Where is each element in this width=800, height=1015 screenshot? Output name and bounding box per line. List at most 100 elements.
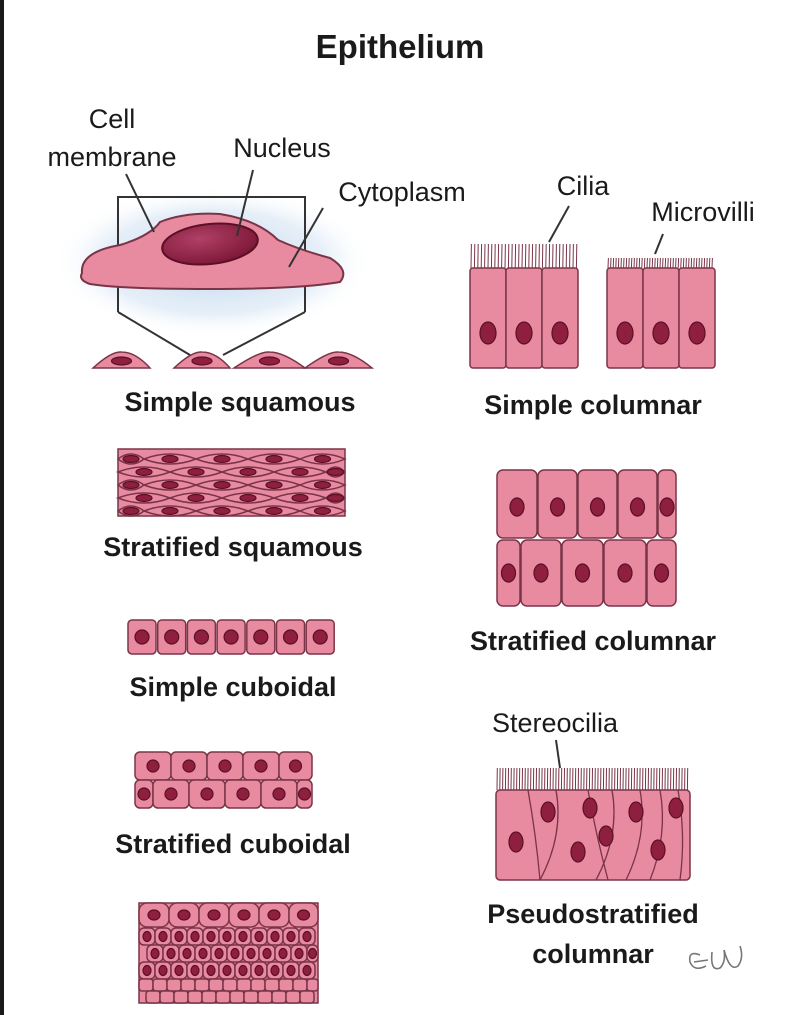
flat-cell-nucleus [187, 467, 205, 477]
pseudostratified-nucleus [668, 797, 684, 819]
columnar-nucleus [616, 321, 634, 345]
basal-cell [285, 990, 301, 1004]
basal-cell [201, 990, 217, 1004]
columnar-nucleus-upper [509, 497, 525, 517]
columnar-cell [541, 267, 579, 369]
basal-cell [173, 990, 189, 1004]
columnar-nucleus [551, 321, 569, 345]
columnar-nucleus-lower [574, 563, 591, 583]
cuboidal-nucleus [218, 759, 232, 773]
flat-cell-nucleus [313, 454, 332, 464]
intermediate-nucleus [246, 947, 256, 960]
pointer-cell-membrane [125, 173, 155, 233]
label-stereocilia: Stereocilia [492, 708, 619, 738]
artist-signature [688, 945, 743, 970]
basal-cell [278, 978, 294, 992]
columnar-nucleus-upper [589, 497, 606, 517]
basal-cell [271, 990, 287, 1004]
flat-cell-nucleus [326, 467, 345, 477]
pointer-microvilli [654, 233, 664, 255]
label-nucleus: Nucleus [233, 133, 331, 163]
columnar-cell [678, 267, 716, 369]
simple-columnar-microvilli [606, 257, 716, 369]
cuboidal-nucleus [312, 629, 328, 645]
flat-cell-nucleus [161, 506, 179, 516]
stratified-cuboidal-tissue [134, 751, 313, 809]
basal-cell [250, 978, 266, 992]
columnar-nucleus-upper [549, 497, 566, 517]
basal-cell [215, 990, 231, 1004]
intermediate-nucleus [158, 964, 168, 977]
columnar-nucleus [688, 321, 706, 345]
cuboidal-nucleus [272, 787, 286, 801]
simple-squamous-zoom [53, 169, 373, 356]
pseudostratified-nucleus [508, 831, 524, 853]
umbrella-nucleus [177, 909, 191, 921]
flat-cell-nucleus [161, 454, 179, 464]
squamous-nucleus [327, 356, 350, 366]
intermediate-nucleus [206, 930, 216, 943]
columnar-cell [469, 267, 507, 369]
zoom-line-left [117, 311, 191, 356]
cuboidal-nucleus [297, 787, 312, 801]
cell-boundary [649, 789, 664, 881]
pointer-nucleus [236, 169, 254, 237]
caption-simple-squamous: Simple squamous [124, 387, 355, 417]
pointer-cilia [548, 205, 570, 243]
columnar-nucleus-lower [617, 563, 633, 583]
pseudostratified-nucleus [598, 825, 614, 847]
flat-cell-nucleus [122, 506, 140, 516]
caption-simple-columnar: Simple columnar [484, 390, 702, 420]
label-cytoplasm: Cytoplasm [338, 177, 466, 207]
flat-cell-nucleus [265, 454, 283, 464]
pointer-cytoplasm [288, 207, 324, 268]
intermediate-nucleus [238, 964, 248, 977]
cell-boundary [625, 789, 643, 881]
transitional-tissue [138, 902, 319, 1004]
intermediate-nucleus [198, 947, 208, 960]
pseudostratified-nucleus [628, 801, 644, 823]
stratified-squamous-tissue [115, 448, 347, 517]
basal-cell [159, 990, 175, 1004]
columnar-nucleus [652, 321, 670, 345]
basal-cell [187, 990, 203, 1004]
basal-cell [299, 990, 315, 1004]
squamous-nucleus [258, 356, 281, 366]
basal-cell [166, 978, 182, 992]
umbrella-nucleus [237, 909, 251, 921]
cell-boundary [527, 789, 541, 881]
flat-cell-nucleus [265, 480, 283, 490]
pseudostratified-nucleus [650, 839, 666, 861]
cuboidal-nucleus [200, 787, 214, 801]
flat-cell-nucleus [122, 480, 140, 490]
columnar-cell [606, 267, 644, 369]
cuboidal-nucleus [193, 629, 209, 645]
basal-cell [243, 990, 259, 1004]
columnar-cell [642, 267, 680, 369]
intermediate-nucleus [286, 930, 296, 943]
intermediate-nucleus [262, 947, 272, 960]
flat-cell-nucleus [265, 506, 283, 516]
columnar-nucleus-lower [533, 563, 549, 583]
cuboidal-nucleus [164, 787, 178, 801]
basal-cell [306, 978, 319, 992]
simple-columnar-ciliated [469, 243, 579, 369]
cuboidal-nucleus [134, 629, 150, 645]
umbrella-nucleus [296, 909, 311, 921]
columnar-nucleus-lower [653, 563, 670, 583]
stereocilia-hairs [496, 767, 689, 791]
label-cell: Cell [89, 104, 136, 134]
basal-cell [292, 978, 308, 992]
cuboidal-nucleus [164, 629, 180, 645]
caption-pseudostratified-line1: Pseudostratified [487, 899, 699, 929]
intermediate-nucleus [222, 930, 232, 943]
cuboidal-nucleus [288, 759, 303, 773]
cuboidal-nucleus [236, 787, 250, 801]
intermediate-nucleus [214, 947, 224, 960]
cell-boundary [539, 789, 559, 881]
cuboidal-nucleus [137, 787, 151, 801]
intermediate-nucleus [206, 964, 216, 977]
intermediate-nucleus [294, 947, 304, 960]
intermediate-nucleus [142, 964, 152, 977]
